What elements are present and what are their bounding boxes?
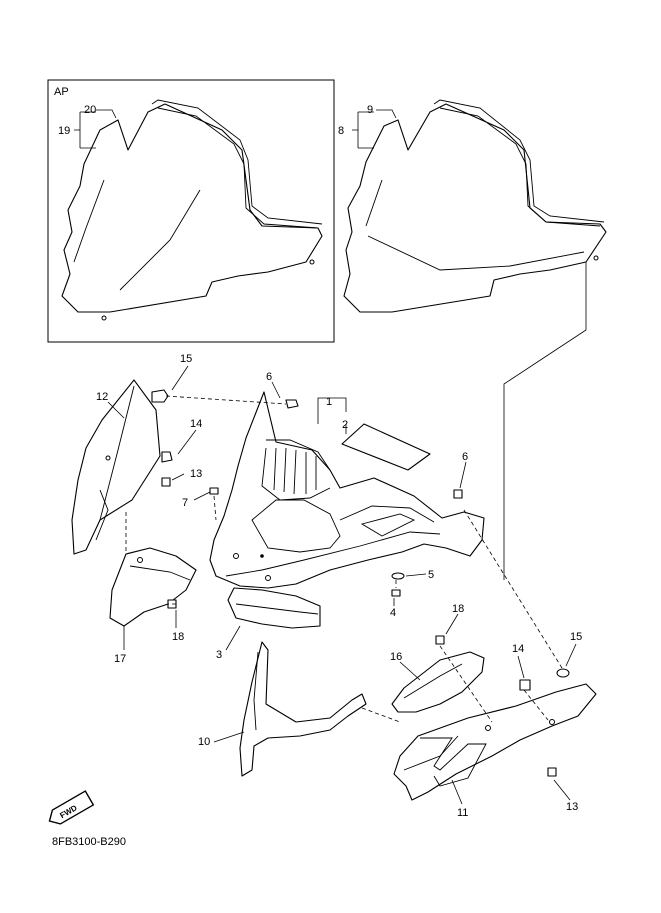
callout-18a: 18 [172, 631, 184, 643]
callout-1: 1 [326, 396, 332, 408]
under-cowl-11 [393, 683, 597, 801]
cowling-1 [209, 391, 485, 589]
inner-panel-17 [109, 547, 197, 627]
side-panel-12 [71, 379, 161, 555]
inset-label: AP [54, 86, 69, 98]
callout-7: 7 [182, 497, 188, 509]
bracket-3 [227, 587, 321, 629]
callout-6a: 6 [266, 371, 272, 383]
callout-9: 9 [367, 104, 373, 116]
callout-15a: 15 [180, 353, 192, 365]
callout-18b: 18 [452, 603, 464, 615]
callout-4: 4 [390, 607, 396, 619]
callout-12: 12 [96, 391, 108, 403]
hardware [151, 389, 570, 777]
callout-14a: 14 [190, 418, 202, 430]
callout-20: 20 [84, 104, 96, 116]
windshield [343, 99, 607, 313]
under-cowl-10 [239, 641, 367, 777]
reference-code: 8FB3100-B290 [52, 836, 126, 848]
windshield-ap [61, 99, 323, 321]
leader-lines [107, 365, 577, 805]
callout-15b: 15 [570, 631, 582, 643]
callout-3: 3 [216, 649, 222, 661]
seal-2 [341, 423, 431, 471]
callout-14b: 14 [512, 643, 524, 655]
callout-5: 5 [428, 569, 434, 581]
callout-6b: 6 [462, 451, 468, 463]
duct-16 [391, 651, 485, 713]
fwd-arrow-icon: FWD [48, 790, 95, 825]
callout-17: 17 [114, 653, 126, 665]
callout-13b: 13 [566, 801, 578, 813]
callout-10: 10 [198, 736, 210, 748]
inset-frame [47, 79, 335, 343]
callout-11: 11 [457, 807, 468, 819]
callout-13a: 13 [190, 468, 202, 480]
callout-16: 16 [390, 651, 402, 663]
callout-8: 8 [338, 125, 344, 137]
callout-19: 19 [58, 125, 70, 137]
callout-2: 2 [342, 419, 348, 431]
